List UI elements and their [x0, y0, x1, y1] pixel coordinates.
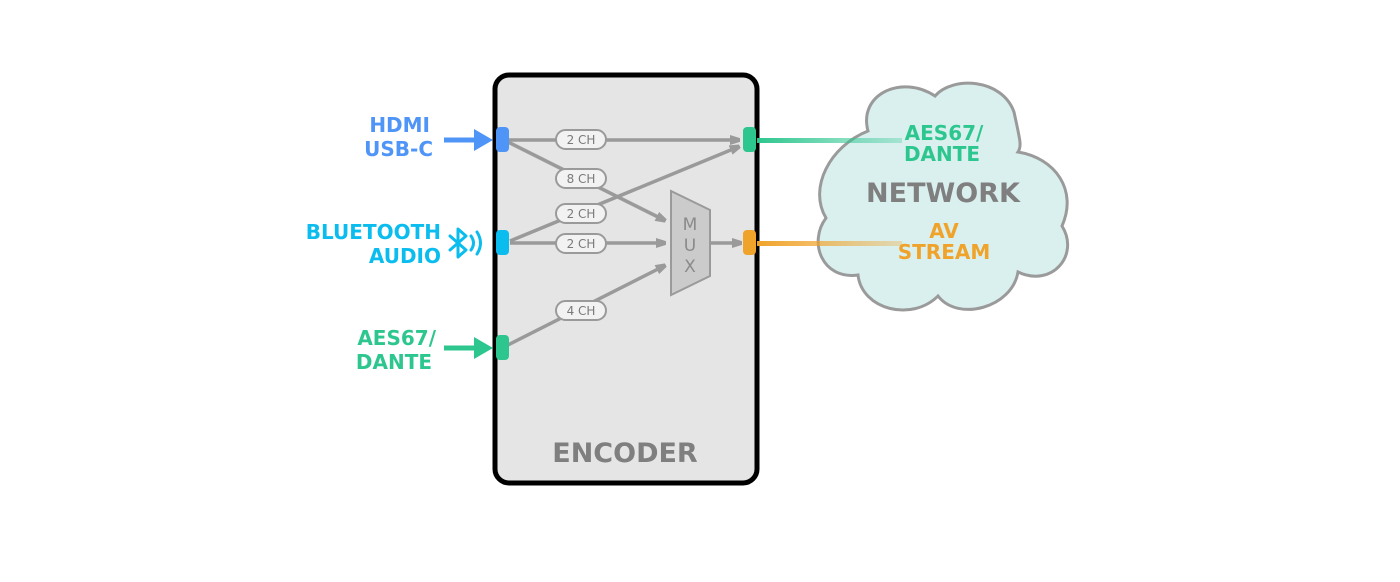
channel-label: 4 CH — [567, 304, 596, 318]
bluetooth-audio-icon — [448, 227, 482, 259]
port-aes67-in[interactable] — [496, 335, 509, 360]
mux-label-x: X — [684, 257, 696, 277]
network-label: NETWORK — [866, 178, 1021, 209]
input-label-usbc: USB-C — [364, 137, 433, 161]
channel-pill: 2 CH — [555, 233, 607, 254]
channel-pill: 2 CH — [555, 203, 607, 224]
mux-block — [670, 189, 711, 297]
port-hdmi[interactable] — [496, 127, 509, 152]
channel-label: 2 CH — [567, 133, 596, 147]
input-arrow-aes67 — [444, 337, 493, 359]
channel-pill: 4 CH — [555, 300, 607, 321]
output-line-av — [757, 241, 902, 246]
input-label-aes67: AES67/ — [357, 326, 436, 350]
port-av-out[interactable] — [743, 230, 756, 255]
network-stream-label: STREAM — [898, 240, 991, 264]
input-label-dante: DANTE — [356, 350, 432, 374]
channel-label: 8 CH — [567, 172, 596, 186]
input-label-bluetooth: BLUETOOTH — [306, 220, 441, 244]
network-aes67-label: AES67/ — [905, 121, 984, 145]
input-label-hdmi: HDMI — [369, 113, 430, 137]
channel-label: 2 CH — [567, 237, 596, 251]
arrow-bt-to-aes — [509, 147, 738, 243]
encoder-label: ENCODER — [552, 438, 698, 469]
input-arrow-hdmi — [444, 129, 493, 151]
mux-label-u: U — [684, 236, 696, 256]
input-label-audio: AUDIO — [369, 244, 441, 268]
channel-label: 2 CH — [567, 207, 596, 221]
encoder-box — [492, 72, 760, 486]
output-line-aes67 — [757, 138, 902, 143]
mux-label-m: M — [683, 215, 698, 235]
network-av-label: AV — [929, 219, 959, 243]
channel-pill: 2 CH — [555, 129, 607, 150]
port-aes67-out[interactable] — [743, 127, 756, 152]
channel-pill: 8 CH — [555, 168, 607, 189]
network-dante-label: DANTE — [904, 142, 980, 166]
port-bluetooth[interactable] — [496, 230, 509, 255]
